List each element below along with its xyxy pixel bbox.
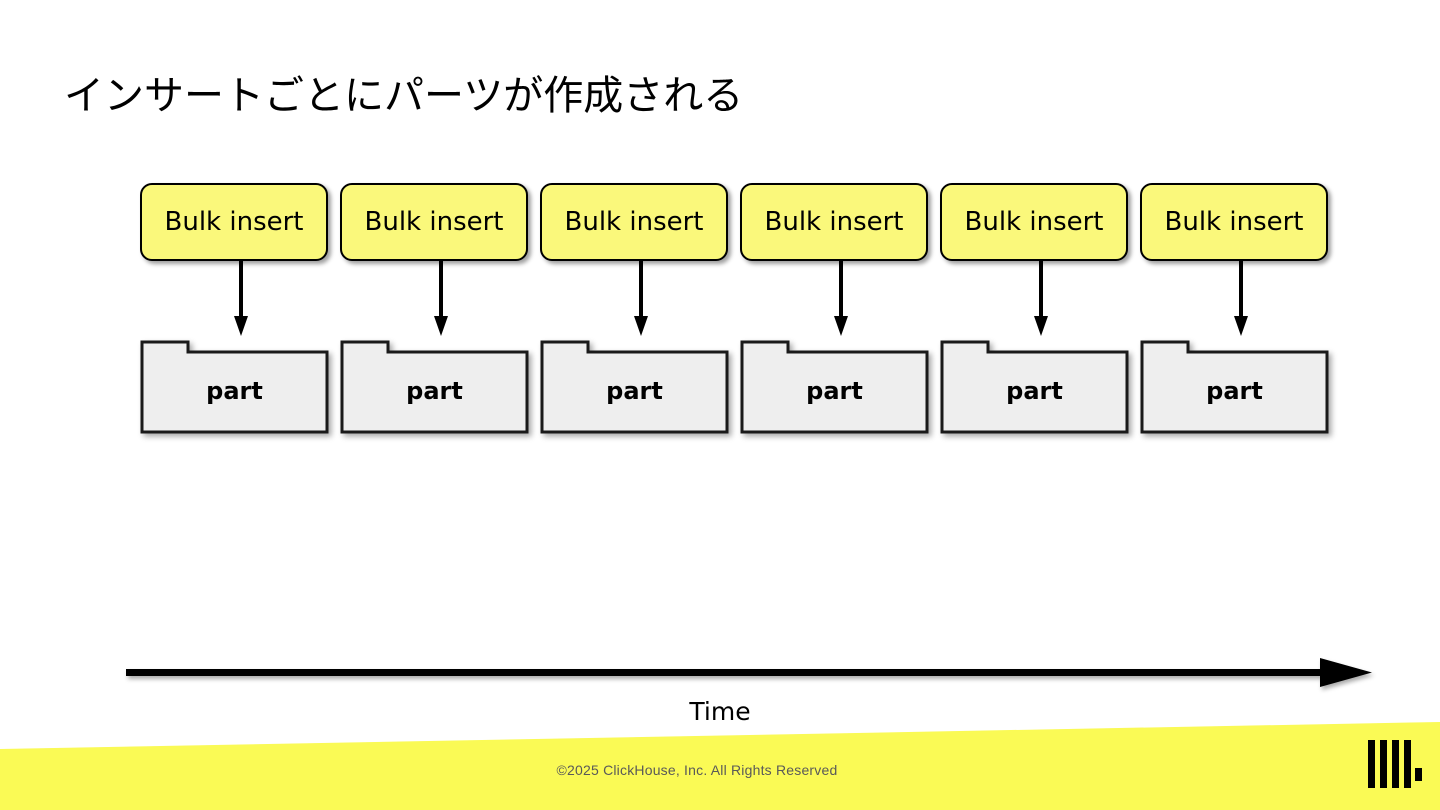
copyright-text: ©2025 ClickHouse, Inc. All Rights Reserv… — [556, 762, 838, 778]
arrow-head — [1234, 316, 1248, 336]
down-arrow-icon — [1034, 261, 1048, 339]
time-axis-label: Time — [0, 697, 1440, 726]
arrow-head — [834, 316, 848, 336]
time-axis-label-text: Time — [689, 697, 751, 726]
bulk-insert-box[interactable]: Bulk insert — [540, 183, 728, 261]
part-folder-icon[interactable] — [740, 340, 929, 434]
insert-part-column: Bulk insert part — [340, 0, 530, 460]
down-arrow-icon — [634, 261, 648, 339]
arrow-shaft — [1239, 261, 1243, 319]
bulk-insert-box[interactable]: Bulk insert — [740, 183, 928, 261]
arrow-shaft — [839, 261, 843, 319]
bulk-insert-label: Bulk insert — [364, 207, 504, 237]
down-arrow-icon — [834, 261, 848, 339]
insert-part-column: Bulk insert part — [740, 0, 930, 460]
page-title: インサートごとにパーツが作成される — [64, 73, 744, 119]
arrow-shaft — [1039, 261, 1043, 319]
bulk-insert-label: Bulk insert — [764, 207, 904, 237]
arrow-head — [1034, 316, 1048, 336]
insert-part-column: Bulk insert part — [1140, 0, 1330, 460]
down-arrow-icon — [1234, 261, 1248, 339]
bulk-insert-box[interactable]: Bulk insert — [1140, 183, 1328, 261]
arrow-shaft — [239, 261, 243, 319]
arrow-head — [434, 316, 448, 336]
part-folder-icon[interactable] — [1140, 340, 1329, 434]
logo-bar — [1404, 740, 1411, 788]
part-folder-icon[interactable] — [540, 340, 729, 434]
down-arrow-icon — [434, 261, 448, 339]
arrow-shaft — [439, 261, 443, 319]
bulk-insert-label: Bulk insert — [1164, 207, 1304, 237]
clickhouse-logo — [1368, 740, 1426, 788]
logo-bar — [1368, 740, 1375, 788]
time-axis-arrow-icon — [120, 655, 1380, 695]
bulk-insert-box[interactable]: Bulk insert — [340, 183, 528, 261]
bulk-insert-label: Bulk insert — [164, 207, 304, 237]
bulk-insert-box[interactable]: Bulk insert — [140, 183, 328, 261]
arrow-shaft — [639, 261, 643, 319]
logo-bar — [1380, 740, 1387, 788]
logo-dot — [1415, 768, 1422, 781]
footer-band-shape — [0, 722, 1440, 810]
part-folder-icon[interactable] — [940, 340, 1129, 434]
part-folder-icon[interactable] — [340, 340, 529, 434]
insert-part-column: Bulk insert part — [140, 0, 330, 460]
logo-bar — [1392, 740, 1399, 788]
bulk-insert-label: Bulk insert — [564, 207, 704, 237]
arrow-head — [234, 316, 248, 336]
insert-part-column: Bulk insert part — [940, 0, 1130, 460]
arrow-head — [634, 316, 648, 336]
part-folder-icon[interactable] — [140, 340, 329, 434]
bulk-insert-label: Bulk insert — [964, 207, 1104, 237]
down-arrow-icon — [234, 261, 248, 339]
bulk-insert-box[interactable]: Bulk insert — [940, 183, 1128, 261]
insert-part-column: Bulk insert part — [540, 0, 730, 460]
footer: ©2025 ClickHouse, Inc. All Rights Reserv… — [0, 700, 1440, 810]
